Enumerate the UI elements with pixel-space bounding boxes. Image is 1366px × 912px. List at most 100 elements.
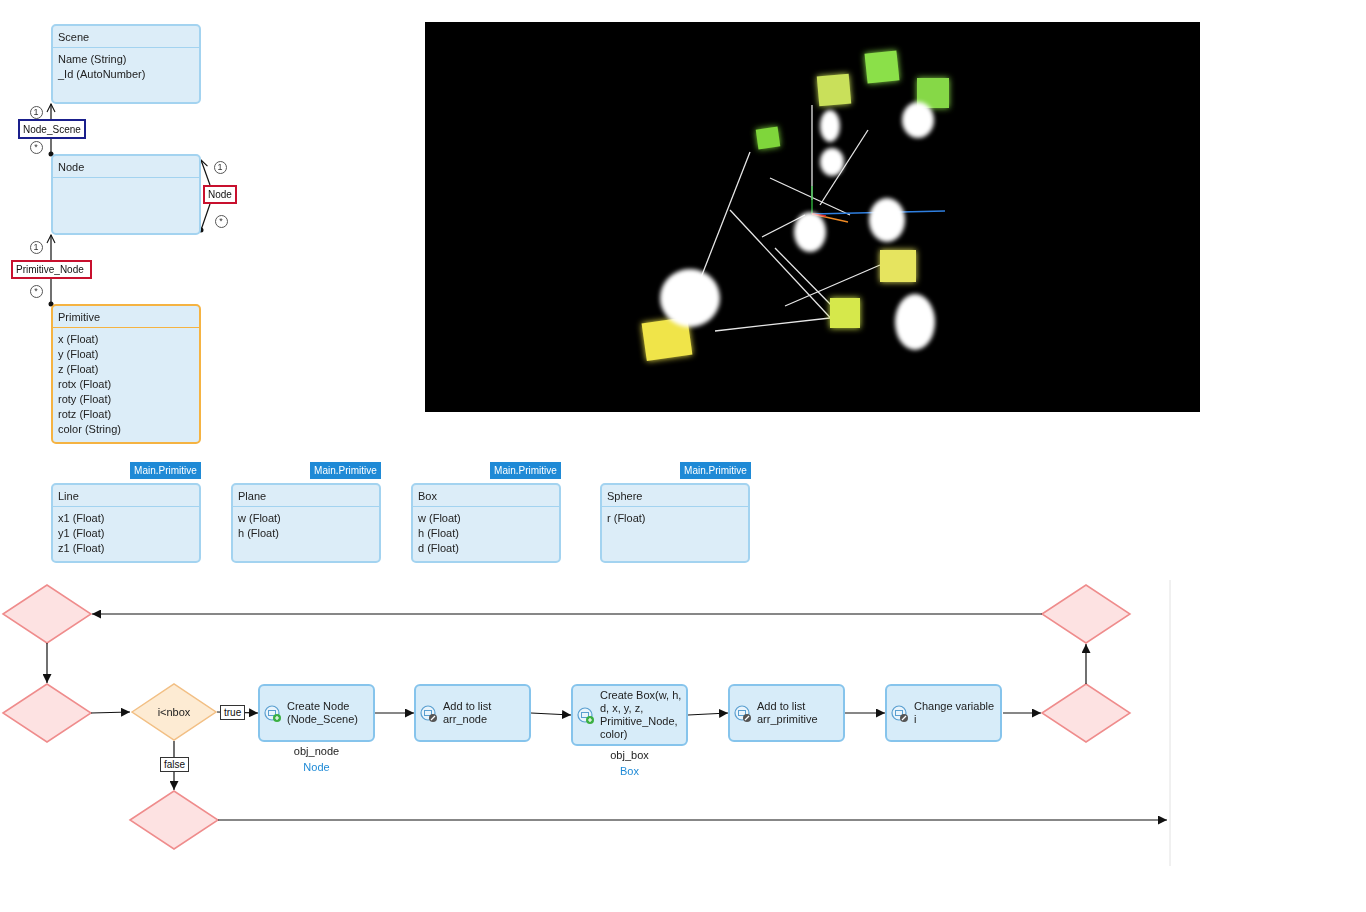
icon-plus bbox=[275, 716, 279, 720]
attribute-list: x1 (Float)y1 (Float)z1 (Float) bbox=[53, 507, 199, 561]
activity-text: Add to list arr_node bbox=[443, 700, 525, 726]
merge-diamonds bbox=[3, 585, 1130, 849]
association-name: Node_Scene bbox=[23, 124, 81, 135]
attribute-text: y1 (Float) bbox=[58, 526, 193, 541]
output-type: Box bbox=[573, 765, 686, 778]
generalization-tag: Main.Primitive bbox=[310, 462, 381, 479]
connector bbox=[50, 104, 51, 119]
entity-name: Node bbox=[53, 156, 199, 178]
icon-circle bbox=[735, 706, 749, 720]
render-boxes bbox=[642, 50, 949, 361]
attribute-text: z (Float) bbox=[58, 362, 193, 377]
flow-lines bbox=[47, 614, 1167, 820]
entity-name: Line bbox=[53, 485, 199, 507]
branch-label: false bbox=[160, 757, 189, 772]
create-icon bbox=[578, 708, 594, 724]
association-name: Primitive_Node bbox=[16, 264, 84, 275]
multiplicity-mark: 1 bbox=[214, 161, 227, 174]
connector bbox=[531, 713, 571, 715]
icon-circle bbox=[892, 706, 906, 720]
output-type: Node bbox=[260, 761, 373, 774]
activity-text: Change variable i bbox=[914, 700, 996, 726]
multiplicity-mark: * bbox=[30, 285, 43, 298]
attribute-text: h (Float) bbox=[238, 526, 373, 541]
icon-inner bbox=[582, 713, 589, 718]
icon-inner bbox=[739, 711, 746, 716]
create-icon bbox=[265, 706, 281, 722]
attribute-text: y (Float) bbox=[58, 347, 193, 362]
decision-diamond: i<nbox bbox=[131, 683, 217, 741]
diamond-shape bbox=[132, 684, 216, 740]
generalization-tag: Main.Primitive bbox=[130, 462, 201, 479]
entity-box: Boxw (Float)h (Float)d (Float) bbox=[411, 483, 561, 563]
connector bbox=[50, 279, 51, 304]
attribute-text: x1 (Float) bbox=[58, 511, 193, 526]
change-icon bbox=[735, 706, 751, 722]
activity-box: Change variable i bbox=[885, 684, 1002, 742]
multiplicity-mark: * bbox=[30, 141, 43, 154]
generalization-tag: Main.Primitive bbox=[680, 462, 751, 479]
activity-box: Create Node (Node_Scene)obj_nodeNode bbox=[258, 684, 375, 742]
association-label: Primitive_Node bbox=[11, 260, 92, 279]
attribute-text: color (String) bbox=[58, 422, 193, 437]
output-variable: obj_box bbox=[573, 749, 686, 762]
entity-name: Plane bbox=[233, 485, 379, 507]
attribute-text: rotz (Float) bbox=[58, 407, 193, 422]
icon-circle bbox=[421, 706, 435, 720]
icon-badge bbox=[429, 714, 437, 722]
entity-box: Node bbox=[51, 154, 201, 235]
entity-name: Primitive bbox=[53, 306, 199, 328]
activity-text: Create Box(w, h, d, x, y, z, Primitive_N… bbox=[600, 689, 682, 741]
change-icon bbox=[421, 706, 437, 722]
activity-box: Add to list arr_primitive bbox=[728, 684, 845, 742]
attribute-text: Name (String) bbox=[58, 52, 193, 67]
association-label: Node_Scene bbox=[18, 119, 86, 139]
activity-box: Create Box(w, h, d, x, y, z, Primitive_N… bbox=[571, 684, 688, 746]
attribute-text: z1 (Float) bbox=[58, 541, 193, 556]
attribute-text: h (Float) bbox=[418, 526, 553, 541]
connector bbox=[845, 712, 885, 713]
attribute-text: w (Float) bbox=[238, 511, 373, 526]
connector bbox=[375, 712, 414, 713]
icon-badge bbox=[586, 716, 594, 724]
decision-text: i<nbox bbox=[158, 706, 191, 718]
entity-name: Sphere bbox=[602, 485, 748, 507]
entity-box: Primitive x (Float)y (Float)z (Float)rotx… bbox=[51, 304, 201, 444]
activity-text: Add to list arr_primitive bbox=[757, 700, 839, 726]
edge-label: true bbox=[220, 705, 245, 720]
tag-text: Main.Primitive bbox=[684, 465, 747, 476]
icon-circle bbox=[265, 706, 279, 720]
attribute-list: r (Float) bbox=[602, 507, 748, 561]
attribute-text: roty (Float) bbox=[58, 392, 193, 407]
icon-pencil bbox=[902, 716, 906, 720]
connector bbox=[50, 235, 51, 260]
guide-line bbox=[1170, 580, 1171, 866]
attribute-list: Name (String)_Id (AutoNumber) bbox=[53, 48, 199, 102]
entity-box: Plane w (Float)h (Float) bbox=[231, 483, 381, 563]
attribute-text: x (Float) bbox=[58, 332, 193, 347]
multiplicity-mark: * bbox=[215, 215, 228, 228]
icon-pencil bbox=[431, 716, 435, 720]
attribute-list bbox=[53, 178, 199, 233]
attribute-text: rotx (Float) bbox=[58, 377, 193, 392]
association-label: Node bbox=[203, 185, 237, 204]
entity-name: Scene bbox=[53, 26, 199, 48]
icon-badge bbox=[743, 714, 751, 722]
generalization-tag: Main.Primitive bbox=[490, 462, 561, 479]
activity-text: Create Node (Node_Scene) bbox=[287, 700, 369, 726]
attribute-text: w (Float) bbox=[418, 511, 553, 526]
connector bbox=[201, 160, 210, 185]
entity-box: Spherer (Float) bbox=[600, 483, 750, 563]
attribute-list: w (Float)h (Float)d (Float) bbox=[413, 507, 559, 561]
icon-plus bbox=[588, 718, 592, 722]
render-background bbox=[425, 22, 1200, 412]
multiplicity-mark: 1 bbox=[30, 106, 43, 119]
output-variable: obj_node bbox=[260, 745, 373, 758]
icon-circle bbox=[578, 708, 592, 722]
attribute-text: _Id (AutoNumber) bbox=[58, 67, 193, 82]
